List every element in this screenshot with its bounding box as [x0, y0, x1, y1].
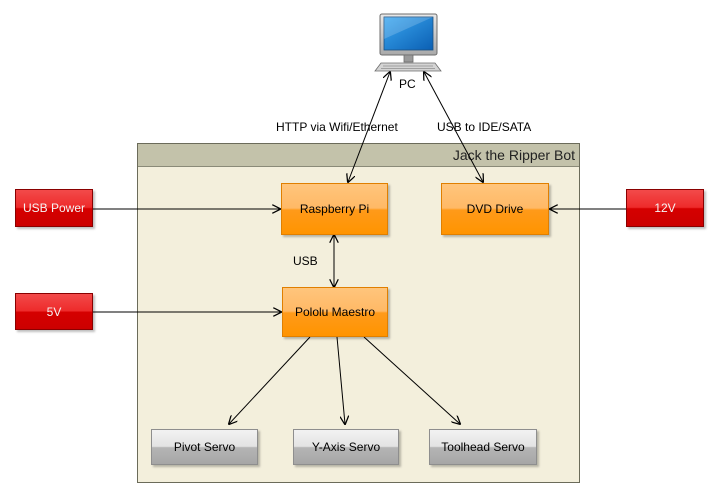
node-pololu-maestro[interactable]: Pololu Maestro: [282, 287, 388, 337]
node-usb-power[interactable]: USB Power: [15, 189, 93, 227]
node-raspberry-pi[interactable]: Raspberry Pi: [281, 183, 388, 235]
node-raspberry-pi-label: Raspberry Pi: [299, 202, 370, 216]
edge-pc-raspberry-pi: [348, 72, 390, 182]
node-y-axis-servo-label: Y-Axis Servo: [311, 440, 381, 454]
node-5v-label: 5V: [46, 304, 62, 319]
edge-pc-dvd-drive: [424, 72, 483, 182]
edge-maestro-toolhead-servo: [363, 336, 460, 424]
edge-maestro-pivot-servo: [229, 336, 311, 424]
node-toolhead-servo-label: Toolhead Servo: [441, 440, 525, 454]
node-dvd-drive-label: DVD Drive: [466, 202, 524, 216]
node-pololu-maestro-label: Pololu Maestro: [294, 305, 376, 319]
node-pivot-servo[interactable]: Pivot Servo: [151, 429, 258, 465]
node-12v-label: 12V: [654, 201, 676, 215]
edge-maestro-y-axis-servo: [336, 336, 345, 424]
node-5v[interactable]: 5V: [15, 293, 93, 330]
node-toolhead-servo[interactable]: Toolhead Servo: [429, 429, 537, 465]
edge-label-usb-ide: USB to IDE/SATA: [437, 120, 532, 134]
edge-label-usb: USB: [293, 254, 318, 268]
node-pivot-servo-label: Pivot Servo: [173, 440, 236, 454]
node-usb-power-label: USB Power: [22, 201, 86, 215]
desktop-computer-icon: [371, 13, 443, 73]
node-12v[interactable]: 12V: [626, 189, 704, 227]
node-dvd-drive[interactable]: DVD Drive: [441, 183, 549, 235]
edge-label-http: HTTP via Wifi/Ethernet: [276, 120, 398, 134]
node-y-axis-servo[interactable]: Y-Axis Servo: [293, 429, 399, 465]
pc-label: PC: [399, 77, 416, 91]
